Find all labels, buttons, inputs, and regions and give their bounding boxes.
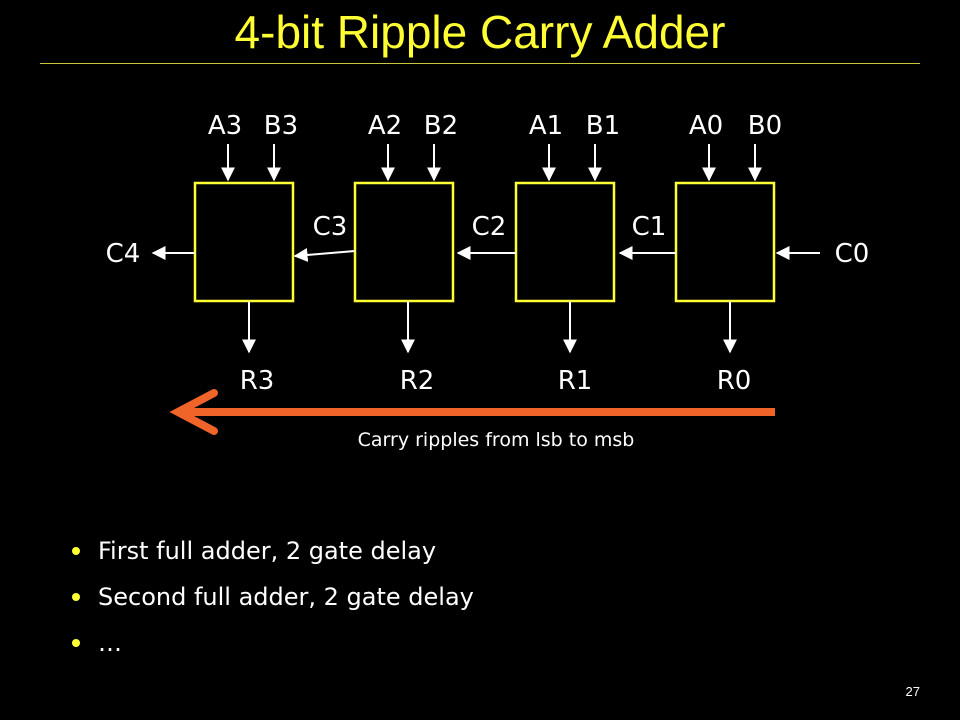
page-number: 27 <box>905 684 920 699</box>
bullet-icon <box>72 639 80 647</box>
bullet-text: Second full adder, 2 gate delay <box>98 583 474 611</box>
full-adder-0: A0 B0 R0 <box>674 111 782 396</box>
output-r1-label: R1 <box>558 366 593 396</box>
bullet-list: First full adder, 2 gate delay Second fu… <box>70 528 474 666</box>
carry-c3-arrow <box>293 247 356 262</box>
title-divider <box>40 63 920 64</box>
output-r2-label: R2 <box>400 366 435 396</box>
input-b0-label: B0 <box>748 111 782 141</box>
bullet-icon <box>72 547 80 555</box>
slide-title: 4-bit Ripple Carry Adder <box>234 6 726 58</box>
carry-c3-label: C3 <box>313 212 348 242</box>
input-b1-label: B1 <box>586 111 620 141</box>
full-adder-box-1 <box>514 181 616 303</box>
carry-c0-label: C0 <box>835 239 870 269</box>
full-adder-1: A1 B1 R1 <box>514 111 620 396</box>
bullet-item: … <box>70 620 474 666</box>
input-a3-label: A3 <box>208 111 242 141</box>
bullet-text: … <box>98 629 122 657</box>
bullet-item: First full adder, 2 gate delay <box>70 528 474 574</box>
carry-c4-label: C4 <box>106 239 141 269</box>
full-adder-3: A3 B3 R3 <box>193 111 298 396</box>
ripple-direction-arrow <box>169 389 775 435</box>
full-adder-2: A2 B2 R2 <box>353 111 458 396</box>
carry-c1-label: C1 <box>632 212 667 242</box>
bullet-item: Second full adder, 2 gate delay <box>70 574 474 620</box>
input-b2-label: B2 <box>424 111 458 141</box>
full-adder-box-3 <box>193 181 295 303</box>
input-a1-label: A1 <box>529 111 563 141</box>
bullet-icon <box>72 593 80 601</box>
input-a0-label: A0 <box>689 111 723 141</box>
ripple-caption: Carry ripples from lsb to msb <box>358 429 635 451</box>
input-b3-label: B3 <box>264 111 298 141</box>
full-adder-box-0 <box>674 181 776 303</box>
full-adder-box-2 <box>353 181 455 303</box>
carry-c2-label: C2 <box>472 212 507 242</box>
output-r0-label: R0 <box>717 366 752 396</box>
output-r3-label: R3 <box>240 366 275 396</box>
bullet-text: First full adder, 2 gate delay <box>98 537 437 565</box>
input-a2-label: A2 <box>368 111 402 141</box>
